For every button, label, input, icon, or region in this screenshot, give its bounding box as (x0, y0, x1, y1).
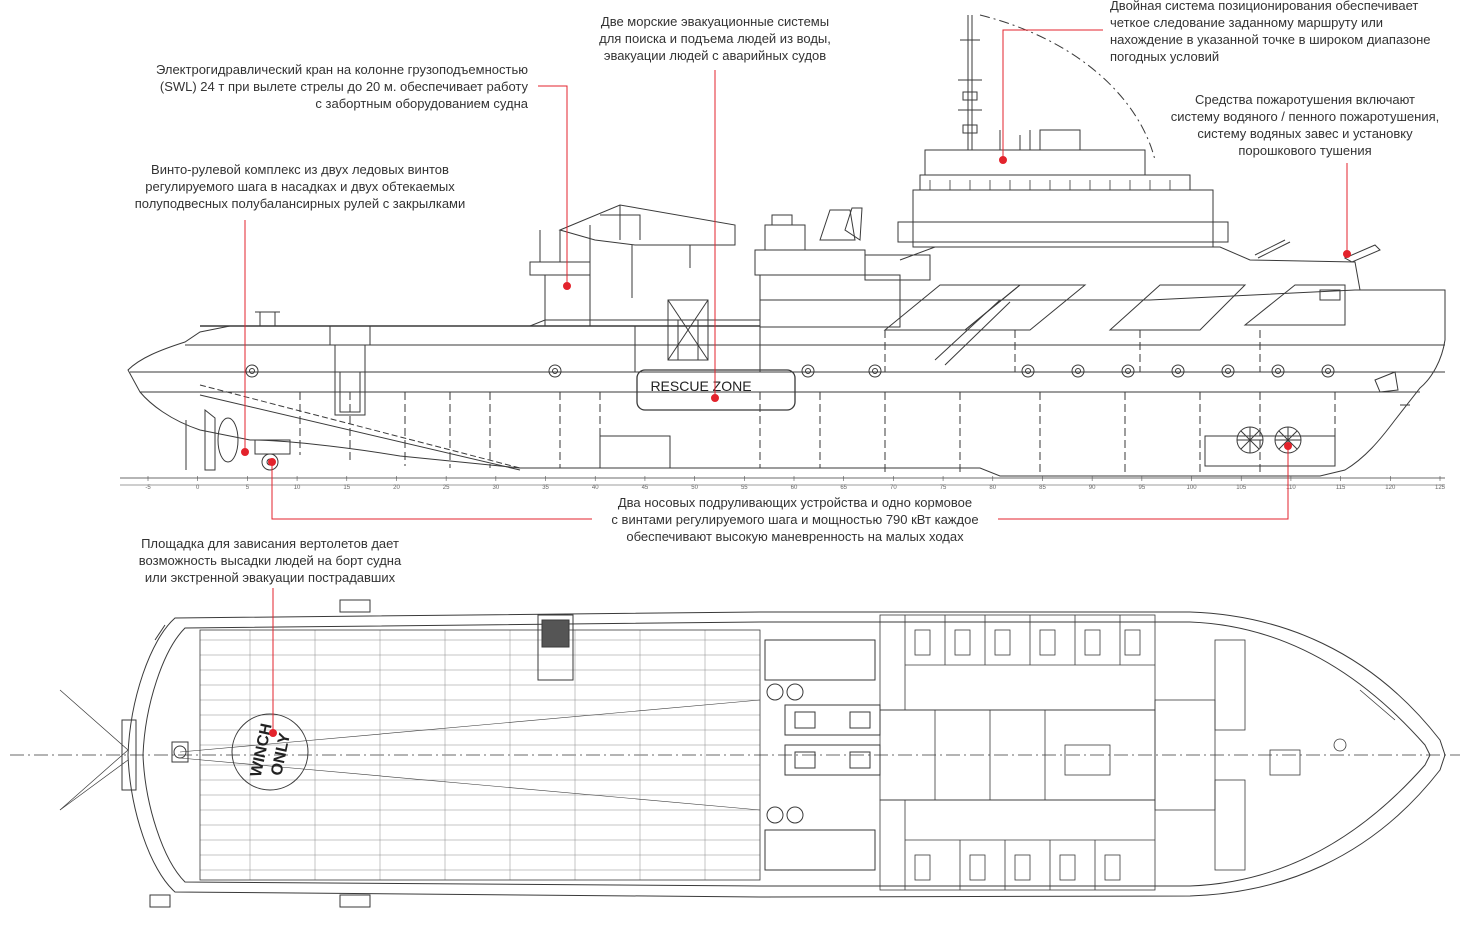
annotation-helipad: Площадка для зависания вертолетов дает в… (110, 535, 430, 586)
leader-lines (241, 29, 1351, 737)
accommodation-plan (879, 614, 1396, 891)
frame-tick-label: 15 (343, 485, 350, 491)
frame-tick-label: 95 (1139, 485, 1146, 491)
frame-scale: -5 0 5 10 15 20 25 30 35 40 45 50 55 60 65 70 75 80 85 90 95… (145, 476, 1446, 491)
annotation-line: систему водяного / пенного пожаротушения… (1170, 109, 1440, 124)
frame-tick-label: 25 (443, 485, 450, 491)
hull-fenders (245, 364, 1335, 378)
frame-tick-label: 85 (1039, 485, 1046, 491)
frame-tick-label: 90 (1089, 485, 1096, 491)
annotation-line: обеспечивают высокую маневренность на ма… (626, 529, 964, 544)
rescue-zone-label: RESCUE ZONE (650, 378, 751, 394)
annotation-line: (SWL) 24 т при вылете стрелы до 20 м. об… (159, 79, 528, 94)
annotation-line: погодных условий (1110, 49, 1220, 64)
annotation-line: Винто-рулевой комплекс из двух ледовых в… (151, 162, 449, 177)
side-elevation (120, 14, 1446, 486)
frame-tick-label: 100 (1187, 485, 1198, 491)
mast-side (958, 14, 1156, 161)
annotation-firefighting: Средства пожаротушения включают систему … (1150, 91, 1460, 159)
annotation-positioning: Двойная система позиционирования обеспеч… (1110, 0, 1460, 65)
annotation-line: полуподвесных полубалансирных рулей с за… (134, 196, 466, 211)
frame-tick-label: 10 (294, 485, 301, 491)
plan-view (10, 599, 1460, 908)
crane-side (529, 204, 736, 327)
frame-tick-label: 35 (542, 485, 549, 491)
annotation-crane: Электрогидравлический кран на колонне гр… (118, 61, 528, 112)
frame-tick-label: 105 (1236, 485, 1247, 491)
annotation-line: эвакуации людей с аварийных судов (603, 48, 827, 63)
annotation-line: или экстренной эвакуации пострадавших (144, 570, 396, 585)
annotation-line: с забортным оборудованием судна (315, 96, 528, 111)
annotation-line: Два носовых подруливающих устройства и о… (617, 495, 973, 510)
frame-tick-label: 60 (791, 485, 798, 491)
frame-tick-label: 65 (840, 485, 847, 491)
bow-thrusters-side (1236, 426, 1302, 454)
annotation-propulsion: Винто-рулевой комплекс из двух ледовых в… (110, 161, 490, 212)
annotation-line: Площадка для зависания вертолетов дает (141, 536, 399, 551)
superstructure-side (754, 149, 1361, 366)
annotation-line: Средства пожаротушения включают (1195, 92, 1415, 107)
frame-tick-label: 110 (1286, 485, 1296, 491)
annotation-line: с винтами регулируемого шага и мощностью… (611, 512, 979, 527)
annotation-thrusters: Два носовых подруливающих устройства и о… (592, 494, 998, 545)
frame-tick-label: -5 (145, 485, 151, 491)
annotation-line: возможность высадки людей на борт судна (138, 553, 402, 568)
frame-tick-label: 0 (196, 485, 200, 491)
frame-tick-label: 80 (989, 485, 996, 491)
annotation-line: систему водяных завес и установку (1197, 126, 1413, 141)
annotation-line: порошкового тушения (1238, 143, 1372, 158)
rescue-davit-side (667, 299, 709, 361)
frame-tick-label: 125 (1435, 485, 1446, 491)
frame-tick-label: 75 (940, 485, 947, 491)
frame-tick-label: 40 (592, 485, 599, 491)
deck-outline (127, 611, 1446, 898)
frame-tick-label: 5 (246, 485, 250, 491)
annotation-line: четкое следование заданному маршруту или (1110, 15, 1384, 30)
annotation-rescue-systems: Две морские эвакуационные системы для по… (575, 13, 855, 64)
annotation-line: для поиска и подъема людей из воды, (599, 31, 831, 46)
frame-tick-label: 55 (741, 485, 748, 491)
frame-tick-label: 20 (393, 485, 400, 491)
frame-tick-label: 50 (691, 485, 698, 491)
frame-tick-label: 115 (1336, 485, 1346, 491)
frame-tick-label: 70 (890, 485, 897, 491)
annotation-line: Электрогидравлический кран на колонне гр… (155, 62, 528, 77)
winches-plan (764, 639, 881, 871)
frame-tick-label: 30 (493, 485, 500, 491)
hull-outline (127, 289, 1446, 477)
annotation-line: нахождение в указанной точке в широком д… (1110, 32, 1431, 47)
annotation-line: Две морские эвакуационные системы (600, 14, 830, 29)
annotation-line: Двойная система позиционирования обеспеч… (1110, 0, 1419, 13)
annotation-line: регулируемого шага в насадках и двух обт… (145, 179, 455, 194)
frame-tick-label: 120 (1385, 485, 1396, 491)
frame-tick-label: 45 (642, 485, 649, 491)
